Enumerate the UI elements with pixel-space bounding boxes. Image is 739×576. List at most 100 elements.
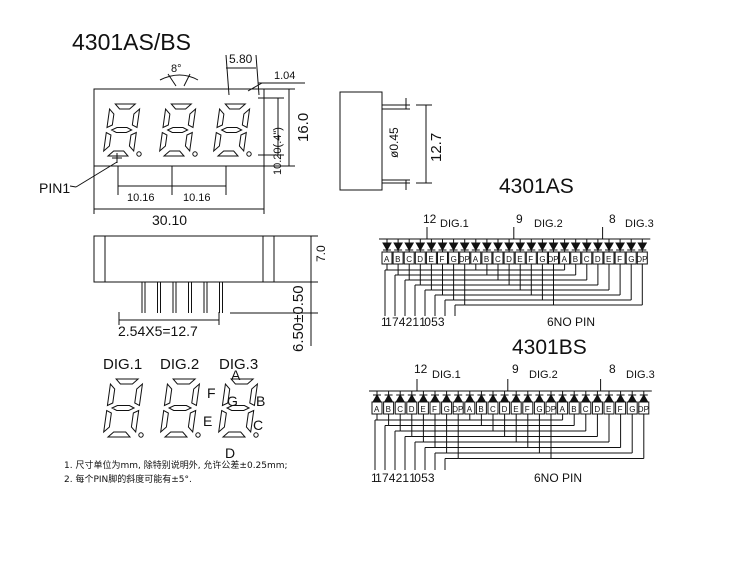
front-digit-2 xyxy=(159,103,198,157)
seg-label-5: E xyxy=(428,255,433,264)
bottom-view xyxy=(93,235,318,346)
diode-3 xyxy=(395,393,406,403)
as-bottom-pins: 11 7 4 2 1 10 5 3 xyxy=(381,315,445,329)
seg-dig1-label: DIG.1 xyxy=(103,356,142,373)
angle-label: 8° xyxy=(171,63,182,75)
segment-f xyxy=(162,107,171,129)
diode-6 xyxy=(437,242,448,252)
diode-15 xyxy=(534,393,545,403)
bs-wiring xyxy=(369,379,652,470)
diode-5 xyxy=(418,393,429,403)
segment-digit-3 xyxy=(218,378,259,438)
seg-label-20: D xyxy=(595,255,601,264)
front-digit-group xyxy=(103,103,252,163)
bs-diglabel-2: DIG.2 xyxy=(529,369,558,381)
side-view xyxy=(339,91,432,191)
as-diglabel-1: DIG.1 xyxy=(440,218,469,230)
seg-label-20: D xyxy=(594,405,600,414)
seg-label-22: F xyxy=(617,255,622,264)
seg-label-21: E xyxy=(606,255,611,264)
segment-a xyxy=(114,103,137,110)
body-thickness-label: 7.0 xyxy=(314,245,328,262)
seg-label-17: A xyxy=(562,255,568,264)
pitch-top-label: 5.80 xyxy=(229,52,253,66)
segment-b xyxy=(131,107,141,129)
segment-a xyxy=(170,103,193,110)
segment-b xyxy=(249,382,259,407)
segment-c xyxy=(238,131,247,153)
diode-3 xyxy=(404,242,415,252)
diode-7 xyxy=(448,242,459,252)
diode-18 xyxy=(569,393,580,403)
seg-label-12: D xyxy=(502,405,508,414)
segment-view: DIG.1 DIG.2 DIG.3 A F G B E C D xyxy=(103,356,265,461)
diode-16 xyxy=(548,242,559,252)
decimal-point xyxy=(253,432,259,438)
seg-label-8: DP xyxy=(459,255,470,264)
front-digit-3 xyxy=(213,103,252,157)
seg-label-13: E xyxy=(517,255,522,264)
segment-a xyxy=(224,103,247,110)
bs-digpin-2: 9 xyxy=(512,362,519,376)
segment-c xyxy=(128,131,137,153)
seg-letter-e: E xyxy=(203,413,212,429)
seg-label-1: A xyxy=(384,255,390,264)
as-diglabel-3: DIG.3 xyxy=(625,218,654,230)
segment-c xyxy=(245,409,255,434)
segment-a xyxy=(172,378,197,385)
seg-label-18: B xyxy=(571,405,576,414)
seg-label-3: C xyxy=(406,255,412,264)
diode-24 xyxy=(638,393,649,403)
segment-a xyxy=(230,378,255,385)
diode-16 xyxy=(546,393,556,403)
seg-letter-b: B xyxy=(256,393,265,409)
pin-pitch-label: 2.54X5=12.7 xyxy=(118,323,198,339)
segment-e xyxy=(160,409,169,434)
seg-letter-f: F xyxy=(207,385,216,401)
seg-label-19: C xyxy=(583,405,589,414)
diode-2 xyxy=(393,242,403,252)
segment-g xyxy=(220,127,243,133)
diode-14 xyxy=(522,393,533,403)
seg-label-11: C xyxy=(490,405,496,414)
diode-22 xyxy=(615,242,625,252)
diode-5 xyxy=(426,242,437,252)
segment-c xyxy=(187,409,197,434)
seg-label-15: G xyxy=(539,255,545,264)
seg-label-14: F xyxy=(525,405,530,414)
seg-label-17: A xyxy=(560,405,566,414)
diode-19 xyxy=(580,393,591,403)
diode-13 xyxy=(511,393,522,403)
front-view xyxy=(69,54,305,214)
decimal-point xyxy=(195,432,201,438)
seg-label-6: F xyxy=(432,405,437,414)
diode-8 xyxy=(453,393,464,403)
bottom-pin-group xyxy=(141,282,223,313)
seg-label-23: G xyxy=(628,255,634,264)
diode-4 xyxy=(406,393,417,403)
segment-b xyxy=(134,382,144,407)
seg-label-6: F xyxy=(440,255,445,264)
schematic-title-as: 4301AS xyxy=(499,175,574,198)
as-digpin-3: 8 xyxy=(609,212,616,226)
diode-9 xyxy=(464,393,475,403)
seg-dig2-label: DIG.2 xyxy=(160,356,199,373)
decimal-point xyxy=(136,151,142,157)
segment-g xyxy=(167,405,193,411)
segment-d xyxy=(216,150,240,157)
segment-e xyxy=(218,409,227,434)
body-width-label: 30.10 xyxy=(152,212,187,228)
pin-length-label: 6.50±0.50 xyxy=(290,285,307,352)
diode-12 xyxy=(499,393,510,403)
segment-d xyxy=(162,150,186,157)
seg-label-4: D xyxy=(409,405,415,414)
as-digpin-1: 12 xyxy=(423,212,437,226)
seg-label-11: C xyxy=(495,255,501,264)
seg-label-14: F xyxy=(528,255,533,264)
notes-block: 1. 尺寸单位为mm, 除特别说明外, 允许公差±0.25mm; 2. 每个PI… xyxy=(64,459,288,487)
digit-height-label: 10.20(.4") xyxy=(272,127,284,175)
segment-c xyxy=(130,409,140,434)
